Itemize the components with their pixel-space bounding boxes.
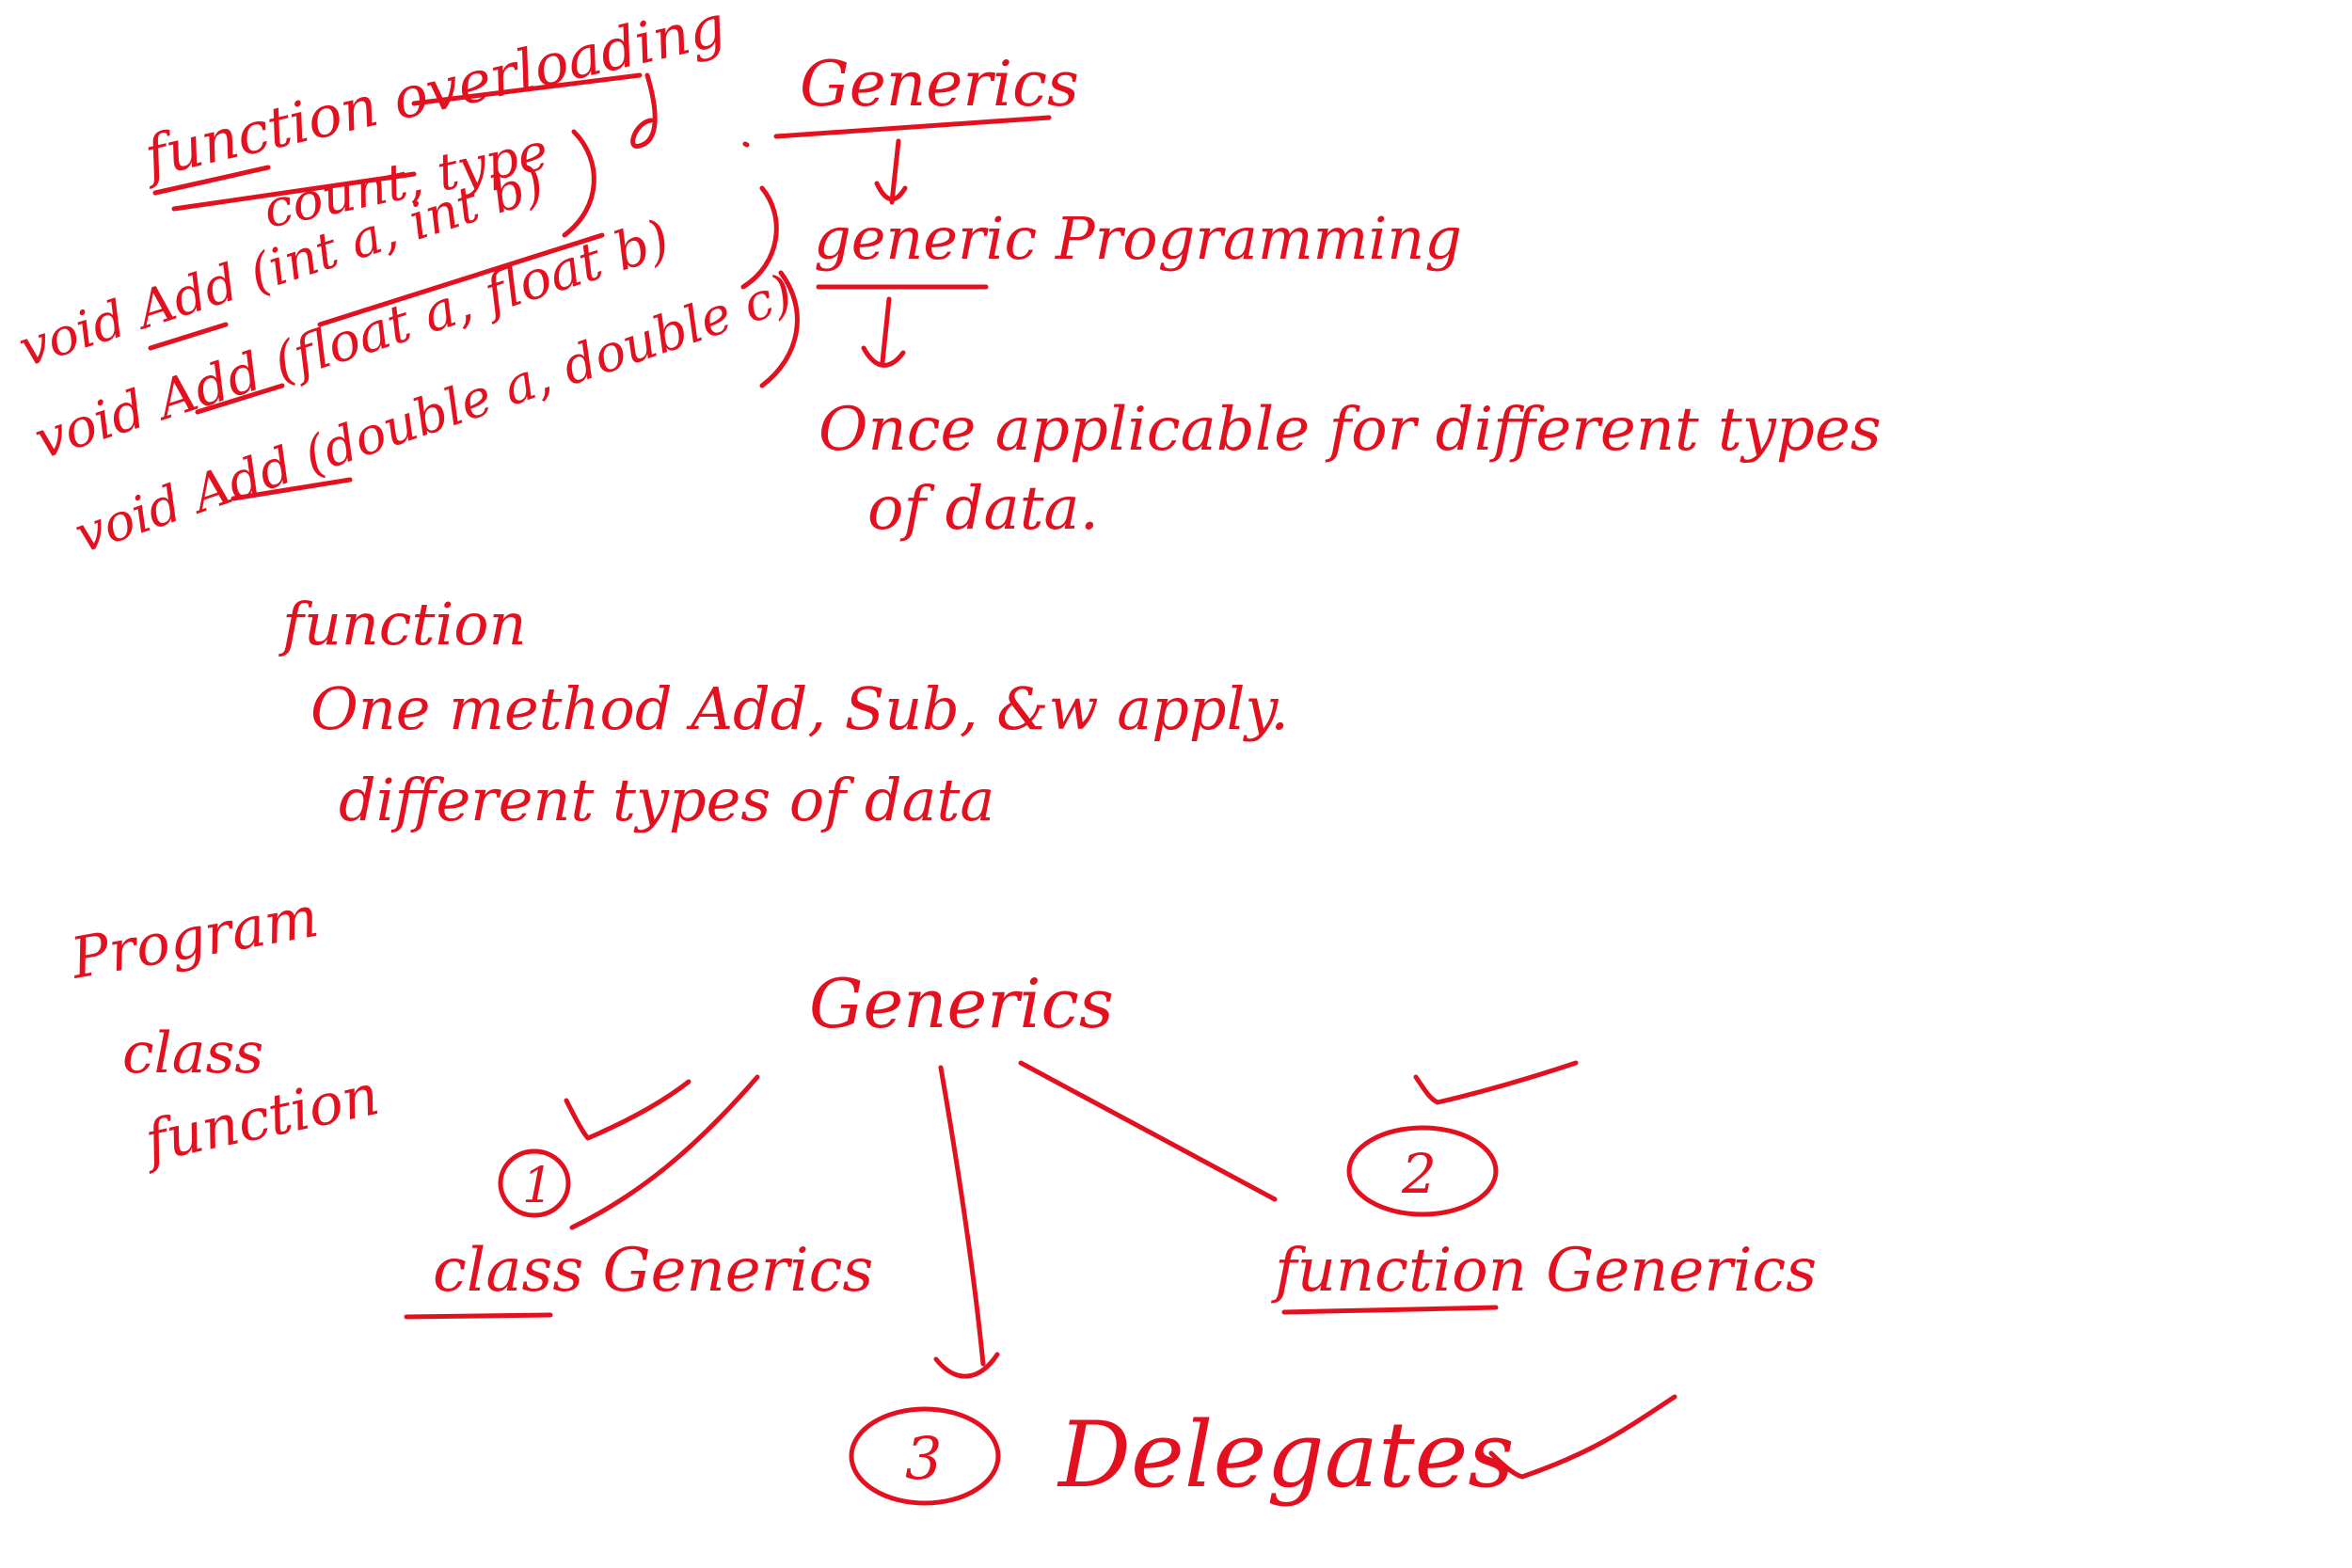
node-2-circle xyxy=(1346,1125,1499,1217)
function-note-line1: One method Add, Sub, &w apply. xyxy=(310,674,1289,743)
program-item-1: class xyxy=(122,1021,263,1086)
tree-root-label: Generics xyxy=(809,964,1114,1043)
hook-mark xyxy=(630,72,658,149)
connector-to-delegates xyxy=(938,1065,986,1367)
tree-node-2: 2 function Generics xyxy=(1271,1125,1817,1306)
dot-mark xyxy=(742,141,750,148)
tick-mark-2 xyxy=(1413,1060,1579,1105)
bracket-2 xyxy=(740,185,779,290)
node-3-label: Delegates xyxy=(1057,1402,1515,1508)
generics-desc-line1: Once applicable for different types xyxy=(818,395,1882,465)
bracket-3 xyxy=(759,270,800,388)
generics-tree: Generics 1 class Generics 2 function Gen… xyxy=(404,964,1817,1508)
program-list: Program class function xyxy=(65,884,384,1177)
sig-underline xyxy=(317,232,605,327)
connector-to-function-generics xyxy=(1018,1060,1278,1202)
criteria-underline xyxy=(171,171,417,212)
add-underline-1 xyxy=(148,322,229,351)
node-3-number: 3 xyxy=(905,1424,942,1493)
generics-top-arrows xyxy=(742,115,1052,368)
tree-node-1: 1 class Generics xyxy=(433,1148,873,1306)
generic-programming-label: generic Programming xyxy=(814,204,1462,273)
arrow-down-2-shaft xyxy=(880,296,892,365)
bracket-1 xyxy=(562,129,596,238)
overloading-block: function overloading count, type void Ad… xyxy=(12,0,801,564)
add-underline-2 xyxy=(195,383,285,415)
generics-top-block: Generics generic Programming Once applic… xyxy=(800,48,1882,544)
function-note-block: function One method Add, Sub, &w apply. … xyxy=(278,590,1289,834)
connector-to-class-generics xyxy=(569,1074,760,1230)
heading-underline xyxy=(152,165,271,196)
tick-mark-1 xyxy=(564,1079,691,1141)
add-underline-3 xyxy=(230,477,353,501)
class-generics-underline xyxy=(404,1312,553,1320)
arrow-down-1-head xyxy=(874,181,908,202)
function-note-heading: function xyxy=(278,590,527,658)
generics-desc-line2: of data. xyxy=(867,474,1099,544)
node-1-number: 1 xyxy=(522,1158,553,1214)
node-2-label: function Generics xyxy=(1271,1236,1817,1306)
function-note-line2: different types of data xyxy=(339,766,994,834)
generics-top-heading: Generics xyxy=(800,48,1079,120)
delegates-arrowhead xyxy=(933,1352,1000,1379)
tick-mark-3 xyxy=(1488,1394,1677,1480)
tree-node-3: 3 Delegates xyxy=(849,1402,1515,1508)
node-1-label: class Generics xyxy=(433,1236,873,1306)
node-2-number: 2 xyxy=(1401,1142,1437,1206)
tree-connectors xyxy=(404,1060,1677,1480)
node-3-circle xyxy=(849,1406,1001,1506)
overloading-underlines xyxy=(148,72,800,501)
arrow-down-1-shaft xyxy=(889,138,901,205)
program-item-0: Program xyxy=(65,884,323,992)
function-generics-underline xyxy=(1281,1305,1499,1315)
node-1-circle xyxy=(498,1148,571,1218)
generics-underline xyxy=(773,115,1052,139)
arrow-down-2-head xyxy=(861,345,906,368)
heading-underline-2 xyxy=(411,72,643,106)
